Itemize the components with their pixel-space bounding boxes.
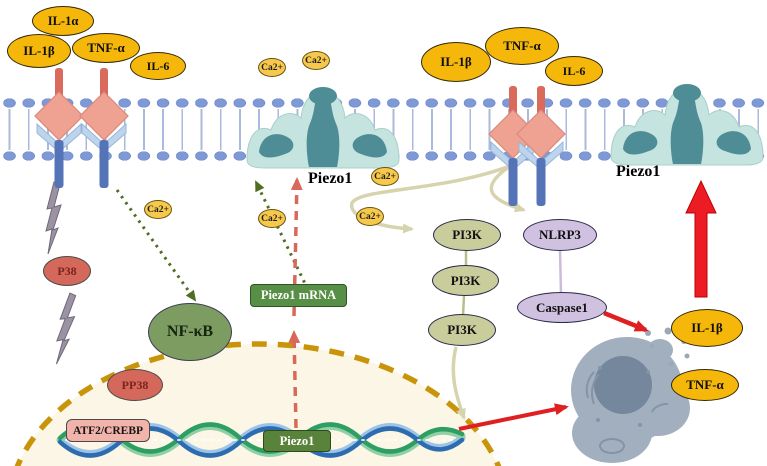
cytokine-il6: IL-6: [130, 52, 186, 80]
cytokine-tnfa: TNF-α: [72, 33, 140, 63]
ca2-ion: Ca2+: [371, 167, 399, 186]
piezo1-mrna-box: Piezo1 mRNA: [250, 284, 347, 307]
ca2-ion: Ca2+: [258, 58, 286, 77]
arrow-nfkb-to-piezo1: [254, 180, 313, 297]
piezo1-channel-icon: [610, 83, 764, 166]
caspase1-node: Caspase1: [517, 292, 607, 323]
cytokine-il1b: IL-1β: [421, 42, 491, 82]
cytokine-receptor-icon: [34, 67, 84, 189]
piezo1-channel-label: Piezo1: [308, 170, 353, 187]
ca2-ion: Ca2+: [302, 51, 330, 70]
ca2-ion: Ca2+: [356, 207, 384, 226]
piezo1-channel-label: Piezo1: [616, 163, 661, 180]
arrow-caspase-to-secretion: [603, 310, 649, 333]
lipid-bilayer-top: [0, 96, 767, 110]
nlrp3-caspase-connector: [558, 249, 563, 295]
cytokine-receptor-icon: [79, 67, 129, 189]
pi3k-node: PI3K: [433, 219, 501, 251]
p38-node: P38: [43, 256, 91, 286]
pi3k-node: PI3K: [432, 265, 499, 296]
ca2-ion: Ca2+: [258, 209, 286, 228]
nfkb-node: NF-κB: [148, 303, 232, 361]
arrow-pi3k-to-dna: [451, 346, 466, 420]
arrow-cytokine-feedback-up: [685, 179, 717, 298]
cytokine-il6: IL-6: [545, 56, 603, 86]
cytokine-il1b: IL-1β: [671, 309, 743, 347]
cytokine-il1a: IL-1α: [32, 6, 94, 36]
piezo1-channel-icon: [246, 86, 400, 169]
pp38-node: PP38: [107, 369, 163, 401]
cytokine-tnfa: TNF-α: [671, 369, 739, 401]
arrow-ca-to-nlrp3: [489, 164, 526, 213]
pi3k-connector: [461, 295, 466, 317]
arrow-dna-to-cell: [458, 403, 569, 431]
atf2-crebp-box: ATF2/CREBP: [66, 419, 150, 442]
cytokine-tnfa: TNF-α: [485, 27, 559, 65]
macrophage-cell-icon: [571, 327, 690, 463]
cytokine-il1b: IL-1β: [7, 34, 71, 68]
pi3k-node: PI3K: [428, 314, 496, 346]
ca2-ion: Ca2+: [144, 200, 172, 219]
piezo1-gene-box: Piezo1: [263, 430, 331, 452]
nlrp3-node: NLRP3: [523, 219, 597, 251]
